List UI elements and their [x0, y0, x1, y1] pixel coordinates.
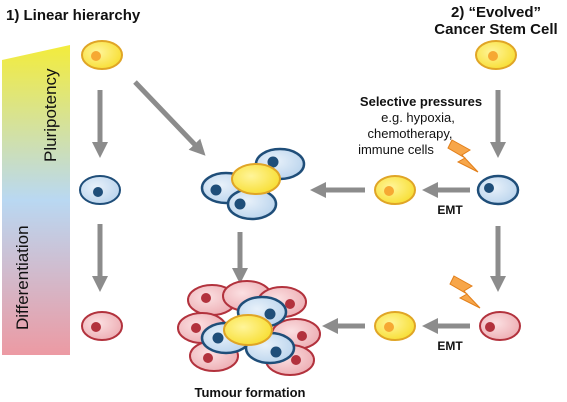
emt-stem-cell-lower: [374, 311, 416, 341]
stem-cell-linear: [81, 40, 123, 70]
differentiation-label: Differentiation: [13, 225, 32, 330]
tumour-mass: [177, 280, 321, 376]
evolved-title-line2: Cancer Stem Cell: [434, 21, 557, 38]
evolved-title-line1: 2) “Evolved”: [451, 4, 541, 21]
progenitor-cell-evolved: [476, 174, 520, 206]
selective-pressures-heading: Selective pressures: [360, 94, 482, 109]
pluripotency-label: Pluripotency: [41, 68, 60, 162]
selective-pressures-line2: chemotherapy,: [367, 126, 452, 141]
emt-label-lower: EMT: [437, 339, 463, 353]
differentiated-cell-evolved: [479, 311, 521, 341]
emt-stem-cell-upper: [374, 175, 416, 205]
selective-pressures-line3: immune cells: [358, 142, 434, 157]
differentiated-cell-linear: [81, 311, 123, 341]
cell-cluster-middle: [200, 147, 306, 221]
progenitor-cell-linear: [79, 175, 121, 205]
arrow-stem-to-cluster: [133, 80, 206, 156]
lightning-bolt-icon-lower: [449, 275, 481, 309]
selective-pressures-line1: e.g. hypoxia,: [381, 110, 455, 125]
differentiation-gradient: [2, 45, 70, 355]
stem-cell-evolved: [475, 40, 517, 70]
tumour-formation-label: Tumour formation: [195, 385, 306, 400]
linear-hierarchy-title: 1) Linear hierarchy: [6, 7, 141, 24]
emt-label-upper: EMT: [437, 203, 463, 217]
lightning-bolt-icon: [447, 139, 479, 173]
